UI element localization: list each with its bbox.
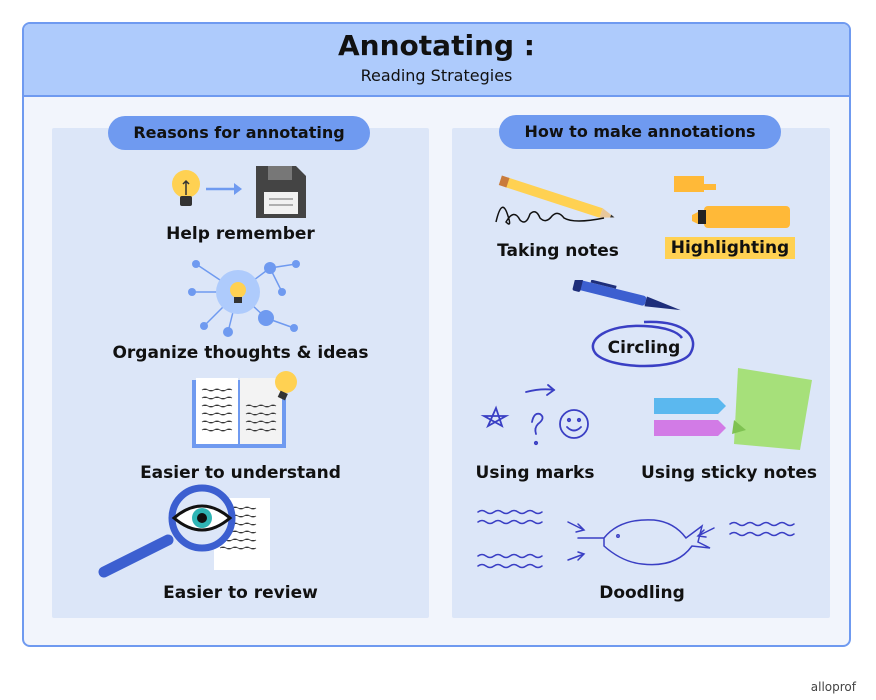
page-subtitle: Reading Strategies xyxy=(360,66,513,85)
eye-icon xyxy=(171,504,233,532)
credit-logo: alloprof xyxy=(810,680,856,694)
method-label-circling: Circling xyxy=(607,338,681,358)
star-icon xyxy=(480,405,510,429)
header-banner: Annotating : Reading Strategies xyxy=(24,24,849,97)
highlighter-illustration xyxy=(674,176,790,228)
reason-label-understand: Easier to understand xyxy=(140,463,341,483)
lightbulb-to-floppy-illustration xyxy=(172,166,306,218)
lightbulb-icon xyxy=(275,371,297,401)
sticky-tab-purple xyxy=(654,420,726,436)
circle-scribble xyxy=(591,320,695,368)
magnifier-eye-illustration xyxy=(98,484,270,578)
method-label-marks: Using marks xyxy=(475,463,595,483)
infographic-frame: Annotating : Reading Strategies Reasons … xyxy=(22,22,851,647)
narwhal-icon xyxy=(577,519,711,566)
method-label-sticky-notes: Using sticky notes xyxy=(641,463,817,483)
reason-label-review: Easier to review xyxy=(163,583,318,603)
lightbulb-icon xyxy=(172,170,200,206)
pencil-icon xyxy=(498,175,615,218)
marks-illustration xyxy=(480,384,589,446)
method-label-taking-notes: Taking notes xyxy=(497,241,619,261)
pen-icon xyxy=(572,280,681,311)
doodle-illustration xyxy=(477,509,795,569)
open-book-illustration xyxy=(192,371,297,448)
question-mark-icon xyxy=(531,412,544,435)
reason-label-remember: Help remember xyxy=(166,224,315,244)
floppy-disk-icon xyxy=(256,166,306,218)
sticky-tab-blue xyxy=(654,398,726,414)
highlighted-text: Highlighting xyxy=(664,237,796,259)
pen-illustration xyxy=(572,280,681,311)
arrow-right-icon xyxy=(206,183,242,195)
page-title: Annotating : xyxy=(338,29,535,62)
reason-label-organize: Organize thoughts & ideas xyxy=(112,343,369,363)
smiley-icon xyxy=(559,409,589,439)
sticky-notes-illustration xyxy=(654,368,812,450)
pencil-scribble-illustration xyxy=(495,175,615,225)
sticky-note-green xyxy=(734,368,812,450)
reasons-heading: Reasons for annotating xyxy=(108,116,370,150)
method-label-doodling: Doodling xyxy=(599,583,685,603)
method-label-highlighting: Highlighting xyxy=(640,237,820,259)
mind-map-illustration xyxy=(188,260,300,337)
methods-heading: How to make annotations xyxy=(499,115,781,149)
